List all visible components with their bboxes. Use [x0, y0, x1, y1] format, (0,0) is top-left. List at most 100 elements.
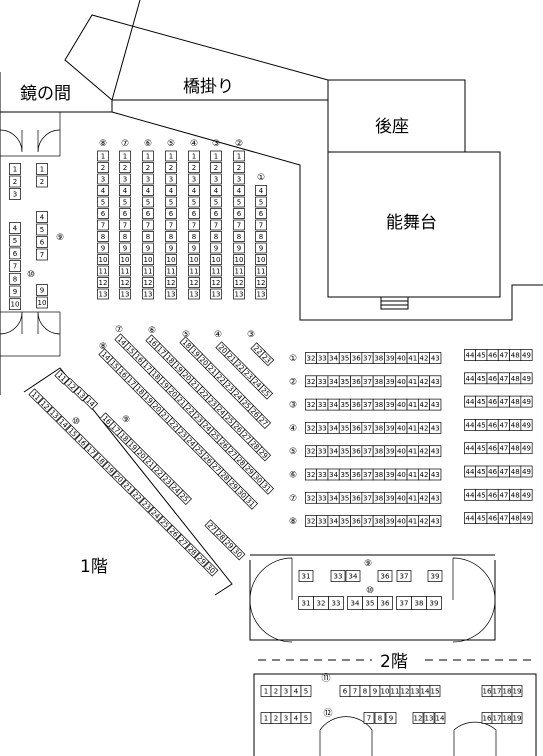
- seat[interactable]: 32: [304, 375, 318, 388]
- seat[interactable]: 35: [338, 491, 351, 504]
- seat[interactable]: 1: [9, 163, 21, 175]
- seat[interactable]: 6: [97, 208, 109, 219]
- seat[interactable]: 35: [338, 515, 351, 527]
- seat[interactable]: 11: [28, 388, 44, 404]
- seat[interactable]: 12: [412, 712, 424, 724]
- seat[interactable]: 5: [210, 196, 222, 208]
- seat[interactable]: 12: [399, 685, 411, 697]
- seat[interactable]: 11: [233, 265, 245, 277]
- seat[interactable]: 38: [372, 422, 385, 434]
- seat[interactable]: 35: [338, 445, 351, 458]
- seat[interactable]: 13: [46, 406, 62, 422]
- seat[interactable]: 32: [304, 352, 318, 364]
- seat[interactable]: 19: [511, 685, 523, 697]
- seat[interactable]: 49: [520, 395, 533, 408]
- seat[interactable]: 47: [497, 465, 510, 478]
- seat[interactable]: 12: [37, 397, 53, 413]
- seat[interactable]: 23: [258, 351, 275, 367]
- seat[interactable]: 4: [290, 685, 302, 697]
- seat[interactable]: 2: [270, 685, 282, 697]
- seat[interactable]: 48: [509, 419, 522, 431]
- seat[interactable]: 32: [304, 422, 318, 434]
- seat[interactable]: 25: [257, 384, 274, 400]
- seat[interactable]: 37: [361, 515, 374, 527]
- seat[interactable]: 33: [316, 491, 329, 504]
- seat[interactable]: 1: [260, 712, 272, 724]
- seat[interactable]: 6: [142, 208, 154, 219]
- seat[interactable]: 7: [210, 219, 222, 231]
- seat[interactable]: 32: [304, 515, 318, 527]
- seat[interactable]: 44: [463, 419, 477, 431]
- seat[interactable]: 8: [210, 231, 222, 242]
- seat[interactable]: 19: [102, 461, 118, 477]
- seat[interactable]: 7: [165, 219, 177, 231]
- seat[interactable]: 36: [350, 422, 363, 434]
- seat[interactable]: 13: [73, 386, 89, 402]
- seat[interactable]: 10: [210, 254, 222, 265]
- seat[interactable]: 40: [395, 398, 408, 411]
- seat[interactable]: 47: [497, 488, 510, 501]
- seat[interactable]: 10: [142, 254, 154, 265]
- seat[interactable]: 2: [36, 175, 48, 188]
- seat[interactable]: 34: [327, 515, 340, 527]
- seat[interactable]: 33: [316, 445, 329, 458]
- seat[interactable]: 49: [520, 512, 533, 524]
- seat[interactable]: 13: [188, 288, 200, 300]
- seat[interactable]: 8: [233, 231, 245, 242]
- seat[interactable]: 10: [119, 254, 131, 265]
- seat[interactable]: 44: [463, 442, 477, 455]
- seat[interactable]: 10: [97, 254, 109, 265]
- seat[interactable]: 44: [463, 395, 477, 408]
- seat[interactable]: 45: [475, 395, 488, 408]
- seat[interactable]: 11: [119, 265, 131, 277]
- seat[interactable]: 32: [313, 596, 329, 610]
- seat[interactable]: 2: [270, 712, 282, 724]
- seat[interactable]: 25: [176, 489, 192, 505]
- seat[interactable]: 8: [255, 231, 267, 242]
- seat[interactable]: 43: [429, 445, 442, 458]
- seat[interactable]: 36: [350, 375, 363, 388]
- seat[interactable]: 41: [406, 468, 419, 481]
- seat[interactable]: 17: [83, 443, 99, 459]
- seat[interactable]: 40: [395, 352, 408, 364]
- seat[interactable]: 48: [509, 395, 522, 408]
- seat[interactable]: 36: [350, 352, 363, 364]
- seat[interactable]: 45: [475, 488, 488, 501]
- seat[interactable]: 34: [327, 352, 340, 364]
- seat[interactable]: 49: [520, 372, 533, 385]
- seat[interactable]: 18: [92, 452, 108, 468]
- seat[interactable]: 1: [233, 150, 245, 162]
- seat[interactable]: 41: [406, 352, 419, 364]
- seat[interactable]: 8: [165, 231, 177, 242]
- seat[interactable]: 37: [396, 570, 412, 582]
- seat[interactable]: 12: [97, 277, 109, 288]
- seat[interactable]: 13: [165, 288, 177, 300]
- seat[interactable]: 5: [165, 196, 177, 208]
- seat[interactable]: 11: [142, 265, 154, 277]
- seat[interactable]: 42: [417, 515, 431, 527]
- seat[interactable]: 41: [406, 491, 419, 504]
- seat[interactable]: 1: [36, 163, 48, 175]
- seat[interactable]: 19: [511, 712, 523, 724]
- seat[interactable]: 2: [165, 162, 177, 173]
- seat[interactable]: 27: [255, 413, 272, 429]
- seat[interactable]: 9: [97, 242, 109, 254]
- seat[interactable]: 38: [372, 491, 385, 504]
- seat[interactable]: 37: [361, 468, 374, 481]
- seat[interactable]: 5: [300, 712, 312, 724]
- seat[interactable]: 14: [434, 712, 446, 724]
- seat[interactable]: 16: [74, 433, 90, 450]
- seat[interactable]: 37: [361, 445, 374, 458]
- seat[interactable]: 49: [520, 442, 533, 455]
- seat[interactable]: 4: [255, 185, 267, 196]
- seat[interactable]: 6: [233, 208, 245, 219]
- seat[interactable]: 36: [350, 445, 363, 458]
- seat[interactable]: 17: [491, 712, 503, 724]
- seat[interactable]: 6: [36, 236, 48, 248]
- seat[interactable]: 32: [304, 468, 318, 481]
- seat[interactable]: 15: [429, 685, 441, 697]
- seat[interactable]: 36: [350, 491, 363, 504]
- seat[interactable]: 12: [188, 277, 200, 288]
- seat[interactable]: 4: [165, 185, 177, 196]
- seat[interactable]: 2: [210, 162, 222, 173]
